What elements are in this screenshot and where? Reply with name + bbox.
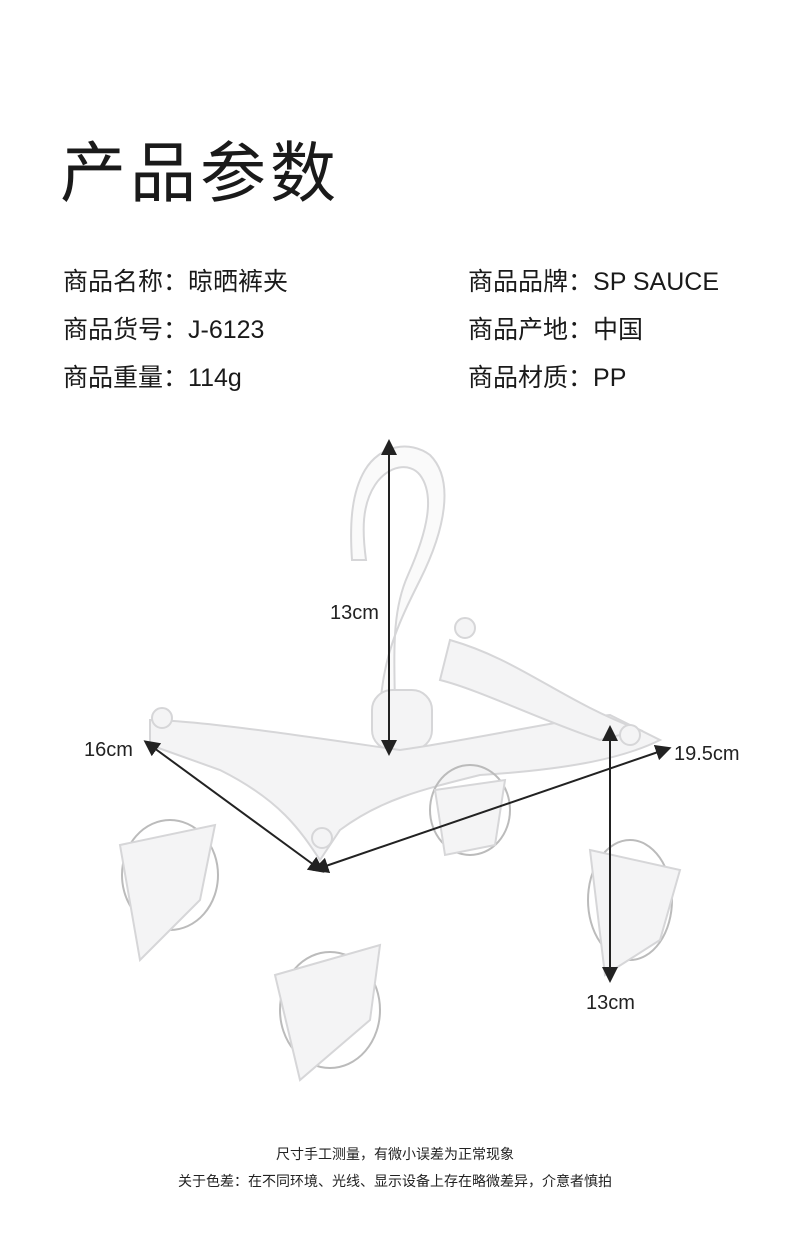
clip (587, 839, 682, 977)
dimension-lines (143, 439, 672, 983)
spec-origin: 商品产地：中国 (468, 318, 643, 343)
spec-value: 晾晒裤夹 (188, 268, 289, 296)
spec-value: 114g (188, 364, 242, 392)
spec-brand: 商品品牌：SP SAUCE (468, 270, 719, 295)
spec-label: 商品品牌： (468, 268, 594, 296)
dim-hook-height: 13cm (330, 602, 379, 624)
spec-material: 商品材质：PP (468, 366, 626, 391)
spec-value: 中国 (593, 316, 644, 344)
spec-name: 商品名称：晾晒裤夹 (63, 270, 288, 295)
spec-value: PP (593, 364, 627, 392)
clip (273, 943, 382, 1082)
spec-label: 商品名称： (63, 268, 189, 296)
dim-length: 19.5cm (674, 743, 740, 765)
page-title: 产品参数 (60, 136, 340, 210)
measurement-note: 尺寸手工测量，有微小误差为正常现象 (276, 1146, 514, 1162)
hanger-image (118, 445, 682, 1082)
width-line (143, 740, 325, 873)
spec-model: 商品货号：J-6123 (63, 318, 264, 343)
dim-clip-height: 13cm (586, 992, 635, 1014)
spec-label: 商品货号： (63, 316, 189, 344)
spec-label: 商品材质： (468, 364, 594, 392)
spec-label: 商品重量： (63, 364, 189, 392)
spec-weight: 商品重量：114g (63, 366, 242, 391)
spec-value: SP SAUCE (593, 268, 719, 296)
spec-label: 商品产地： (468, 316, 594, 344)
clip (118, 819, 219, 963)
spec-value: J-6123 (188, 316, 265, 344)
dim-width: 16cm (84, 739, 133, 761)
color-note: 关于色差：在不同环境、光线、显示设备上存在略微差异，介意者慎拍 (178, 1173, 612, 1189)
